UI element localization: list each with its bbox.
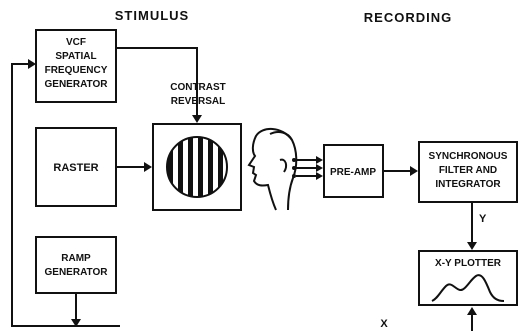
human-head-icon xyxy=(247,128,298,211)
electrode-dot-2 xyxy=(292,166,296,170)
sync-line-2: FILTER AND xyxy=(439,165,497,176)
ramp-generator-block: RAMP GENERATOR xyxy=(35,236,117,294)
xy-plotter-block: X-Y PLOTTER xyxy=(418,250,518,306)
stimulus-header: STIMULUS xyxy=(115,8,189,23)
vcf-line-1: VCF xyxy=(66,37,86,48)
vcf-generator-block: VCF SPATIAL FREQUENCY GENERATOR xyxy=(35,29,117,103)
sync-line-1: SYNCHRONOUS xyxy=(429,151,508,162)
plot-trace-icon xyxy=(431,274,505,302)
raster-label: RASTER xyxy=(53,162,98,174)
plotter-label: X-Y PLOTTER xyxy=(435,258,502,269)
vcf-line-3: FREQUENCY xyxy=(45,65,108,76)
preamp-label: PRE-AMP xyxy=(330,167,376,178)
vcf-line-2: SPATIAL xyxy=(55,51,96,62)
preamp-block: PRE-AMP xyxy=(323,144,384,198)
sync-filter-block: SYNCHRONOUS FILTER AND INTEGRATOR xyxy=(418,141,518,203)
recording-header: RECORDING xyxy=(364,10,452,25)
x-axis-label: X xyxy=(380,318,388,330)
ramp-line-2: GENERATOR xyxy=(45,267,109,278)
electrode-dot-3 xyxy=(292,174,296,178)
grating-stimulus-icon xyxy=(152,123,242,211)
vcf-line-4: GENERATOR xyxy=(45,79,109,90)
y-axis-label: Y xyxy=(479,213,487,225)
ramp-line-1: RAMP xyxy=(61,253,91,264)
raster-block: RASTER xyxy=(35,127,117,207)
sync-line-3: INTEGRATOR xyxy=(435,179,501,190)
connections xyxy=(11,47,477,331)
electrode-dot-1 xyxy=(292,158,296,162)
